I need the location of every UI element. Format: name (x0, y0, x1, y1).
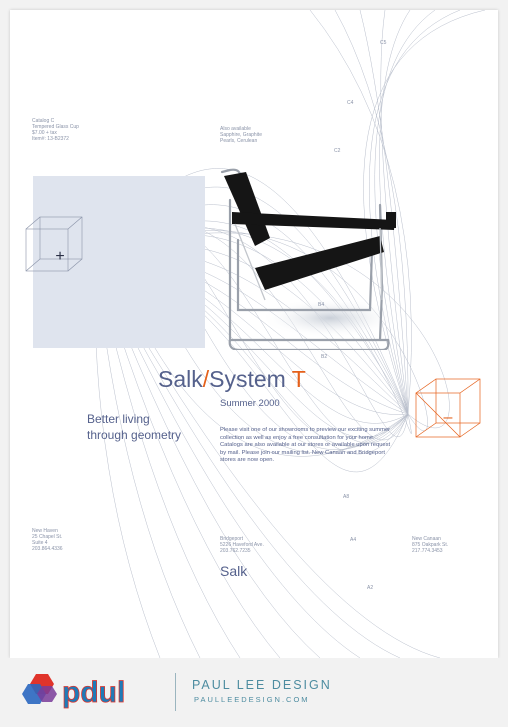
grid-label-a8: A8 (343, 494, 350, 500)
location-bridgeport: Bridgeport 5226 Haveford Ave. 203.762.72… (220, 536, 264, 554)
tagline-line2: through geometry (87, 428, 182, 442)
chair-image (220, 168, 400, 350)
logo-wordmark: pdul (62, 676, 125, 709)
minus-symbol: – (444, 409, 453, 426)
grid-label-b2: B2 (321, 354, 328, 360)
grid-label-a2: A2 (367, 585, 374, 591)
brand-word: Salk (220, 563, 248, 579)
paul-logo[interactable]: pdul (22, 670, 162, 712)
footer-divider (175, 673, 176, 711)
subtitle: Summer 2000 (220, 398, 280, 409)
poster: + – (10, 10, 498, 658)
grid-label-a4: A4 (350, 537, 357, 543)
location-new-canaan: New Canaan 875 Oakpark St. 217.774.3453 (412, 536, 449, 554)
grid-label-c5: C5 (380, 40, 387, 46)
plus-symbol: + (55, 248, 64, 265)
company-name: PAUL LEE DESIGN (192, 678, 332, 692)
plus-cube-icon[interactable]: + (24, 215, 94, 275)
shaded-square (33, 176, 205, 348)
company-url[interactable]: PAULLEEDESIGN.COM (194, 695, 310, 704)
footer (0, 658, 508, 727)
tagline-line1: Better living (87, 412, 150, 426)
body-text: Please visit one of our showrooms to pre… (220, 427, 391, 464)
grid-label-c4: C4 (347, 100, 354, 106)
minus-cube-icon[interactable]: – (412, 375, 492, 445)
grid-label-c2: C2 (334, 148, 341, 154)
headline: Salk/System T (158, 366, 306, 392)
grid-label-b4: B4 (318, 302, 325, 308)
also-available-info: Also available Sapphire, Graphite Pearls… (220, 126, 262, 144)
catalog-info: Catalog C Tempered Glass Cup $7.00 + tax… (32, 118, 79, 142)
location-new-haven: New Haven 25 Chapel St. Suite 4 203.864.… (32, 528, 63, 552)
